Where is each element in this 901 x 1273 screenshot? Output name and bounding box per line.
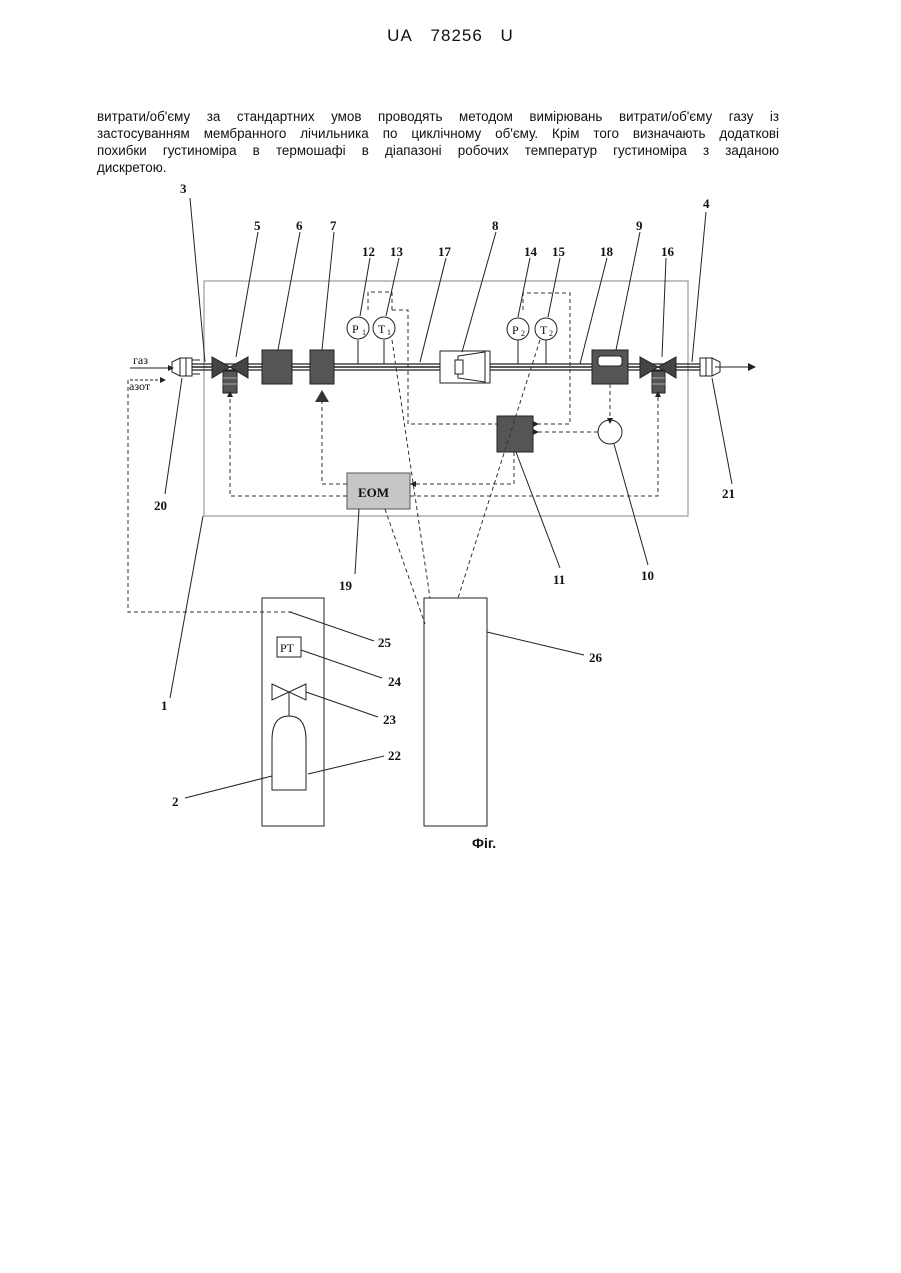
device-26 xyxy=(424,598,487,826)
callout-8: 8 xyxy=(492,218,499,233)
controller-11 xyxy=(497,416,533,452)
callout-24: 24 xyxy=(388,674,402,689)
eom-label: EOM xyxy=(358,485,389,500)
signal-lines xyxy=(128,292,658,624)
pt-label: PT xyxy=(280,641,295,655)
valve-5-icon xyxy=(212,357,248,393)
nitrogen-label: азот xyxy=(129,379,151,393)
p1-label: P xyxy=(352,322,359,336)
callout-17: 17 xyxy=(438,244,452,259)
callout-20: 20 xyxy=(154,498,167,513)
callout-leaders xyxy=(165,198,732,798)
callout-25: 25 xyxy=(378,635,392,650)
callout-6: 6 xyxy=(296,218,303,233)
callout-22: 22 xyxy=(388,748,401,763)
densitometer-8 xyxy=(440,351,490,383)
p2-label: P xyxy=(512,323,519,337)
filter-block-6 xyxy=(262,350,292,384)
cylinder-cabinet-2: PT xyxy=(262,598,324,826)
p2-subscript: 2 xyxy=(521,329,525,338)
callout-3: 3 xyxy=(180,181,187,196)
callout-11: 11 xyxy=(553,572,565,587)
callout-numbers: 3 5 6 7 12 13 17 8 14 15 18 9 16 4 20 21… xyxy=(154,181,735,809)
gas-label: газ xyxy=(133,353,148,367)
t1-subscript: 1 xyxy=(387,328,391,337)
gas-meter-9 xyxy=(592,350,628,384)
sensors-p1-t1: P 1 T 1 xyxy=(347,317,395,364)
computer-eom-19: EOM xyxy=(347,473,410,509)
callout-12: 12 xyxy=(362,244,375,259)
thermal-cabinet xyxy=(204,281,688,516)
callout-9: 9 xyxy=(636,218,643,233)
valve-16-icon xyxy=(640,357,676,393)
t2-subscript: 2 xyxy=(549,329,553,338)
sensors-p2-t2: P 2 T 2 xyxy=(507,318,557,364)
callout-13: 13 xyxy=(390,244,404,259)
callout-4: 4 xyxy=(703,196,710,211)
regulator-7 xyxy=(310,350,334,402)
t1-label: T xyxy=(378,322,386,336)
callout-16: 16 xyxy=(661,244,675,259)
callout-7: 7 xyxy=(330,218,337,233)
callout-19: 19 xyxy=(339,578,353,593)
callout-1: 1 xyxy=(161,698,168,713)
callout-5: 5 xyxy=(254,218,261,233)
p1-subscript: 1 xyxy=(362,328,366,337)
callout-26: 26 xyxy=(589,650,603,665)
callout-2: 2 xyxy=(172,794,179,809)
callout-15: 15 xyxy=(552,244,566,259)
callout-18: 18 xyxy=(600,244,614,259)
inlet-arrows: газ азот xyxy=(129,353,174,393)
callout-14: 14 xyxy=(524,244,538,259)
figure-caption: Фіг. xyxy=(472,835,496,851)
callout-23: 23 xyxy=(383,712,397,727)
t2-label: T xyxy=(540,323,548,337)
callout-10: 10 xyxy=(641,568,654,583)
callout-21: 21 xyxy=(722,486,735,501)
